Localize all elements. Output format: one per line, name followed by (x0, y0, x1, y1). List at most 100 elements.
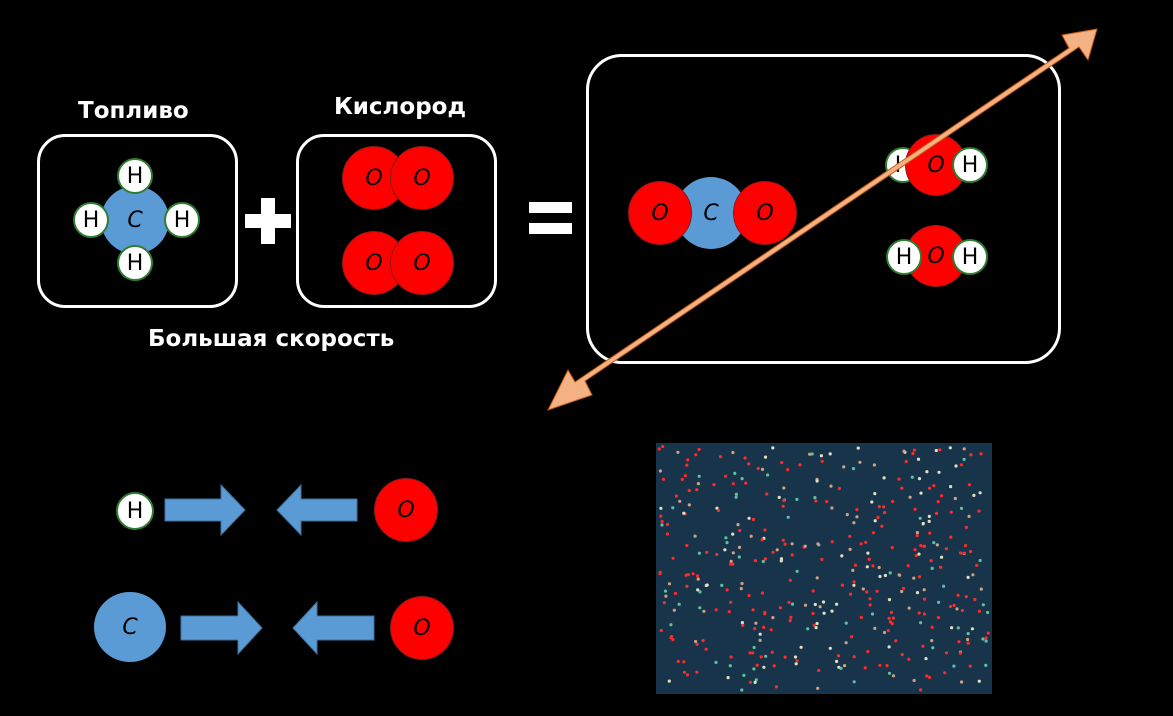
particle-dot (978, 558, 982, 563)
particle-dot (922, 612, 927, 616)
particle-dot (815, 479, 819, 483)
particle-dot (704, 647, 708, 651)
particle-dot (698, 590, 702, 594)
particle-dot (795, 659, 799, 663)
particle-dot (942, 584, 946, 588)
particle-dot (682, 660, 686, 664)
particle-dot (666, 522, 670, 527)
particle-dot (877, 505, 881, 509)
methane-carbon-atom: C (101, 186, 169, 254)
particle-dot (793, 655, 798, 659)
particle-dot (754, 621, 758, 625)
particle-dot (979, 452, 983, 456)
particle-dot (740, 477, 744, 481)
fuel-label: Топливо (78, 98, 189, 124)
particle-dot (866, 551, 870, 555)
particle-dot (731, 532, 735, 536)
particle-dot (883, 573, 888, 578)
particle-dot (808, 452, 812, 456)
particle-dot (738, 528, 742, 533)
particle-simulation-panel (656, 443, 992, 694)
particle-dot (790, 553, 794, 557)
particle-dot (940, 555, 944, 559)
oxygen-label: Кислород (334, 94, 467, 120)
particle-dot (916, 457, 921, 461)
particle-dot (822, 611, 826, 615)
particle-dot (723, 548, 727, 552)
particle-dot (917, 575, 922, 579)
particle-dot (753, 559, 758, 563)
particle-dot (740, 688, 744, 692)
particle-dot (900, 486, 904, 490)
particle-dot (752, 645, 756, 650)
particle-dot (744, 481, 748, 485)
particle-dot (729, 559, 733, 564)
particle-dot (867, 557, 871, 562)
particle-dot (729, 655, 733, 659)
particle-dot (818, 605, 822, 609)
particle-dot (977, 679, 981, 683)
particle-dot (684, 573, 688, 577)
particle-dot (938, 448, 942, 452)
particle-dot (694, 639, 698, 644)
particle-dot (815, 621, 819, 626)
particle-dot (851, 568, 855, 573)
particle-dot (751, 517, 756, 522)
particle-dot (726, 676, 730, 680)
particle-dot (764, 654, 768, 658)
particle-dot (755, 663, 759, 667)
particle-dot (739, 587, 743, 591)
particle-dot (848, 592, 853, 596)
particle-dot (659, 506, 663, 510)
o2-top-atom-1: O (342, 146, 406, 210)
particle-dot (747, 593, 751, 598)
particle-dot (754, 678, 758, 682)
particle-dot (751, 608, 755, 612)
particle-dot (913, 507, 917, 511)
particle-dot (814, 626, 818, 630)
particle-dot (959, 551, 963, 555)
particle-dot (870, 500, 874, 504)
particle-dot (697, 447, 701, 452)
particle-dot (753, 680, 757, 685)
particle-dot (836, 654, 841, 658)
particle-dot (806, 627, 810, 631)
particle-dot (871, 564, 875, 568)
particle-dot (851, 467, 856, 471)
particle-dot (928, 531, 932, 535)
particle-dot (820, 557, 824, 562)
particle-dot (913, 548, 917, 552)
particle-dot (819, 454, 824, 458)
particle-dot (770, 650, 774, 654)
particle-dot (795, 497, 799, 501)
particle-dot (790, 542, 794, 546)
particle-dot (865, 565, 869, 569)
particle-dot (671, 506, 675, 510)
particle-dot (912, 678, 916, 683)
particle-dot (731, 450, 735, 455)
particle-dot (736, 523, 740, 527)
particle-dot (771, 446, 775, 450)
particle-dot (771, 550, 775, 554)
particle-dot (877, 565, 881, 570)
particle-dot (671, 637, 675, 642)
particle-dot (687, 503, 691, 507)
particle-dot (875, 589, 879, 593)
particle-dot (971, 573, 975, 577)
particle-dot (661, 444, 665, 449)
particle-dot (687, 488, 691, 493)
particle-dot (782, 498, 786, 503)
particle-dot (835, 602, 839, 606)
particle-dot (950, 626, 954, 630)
particle-dot (878, 663, 882, 667)
particle-dot (835, 659, 839, 664)
particle-dot (868, 597, 872, 601)
particle-dot (782, 486, 786, 490)
particle-dot (781, 538, 785, 542)
particle-dot (966, 637, 970, 642)
particle-dot (665, 532, 670, 536)
particle-dot (937, 470, 941, 474)
particle-dot (778, 606, 783, 610)
particle-dot (930, 566, 934, 571)
